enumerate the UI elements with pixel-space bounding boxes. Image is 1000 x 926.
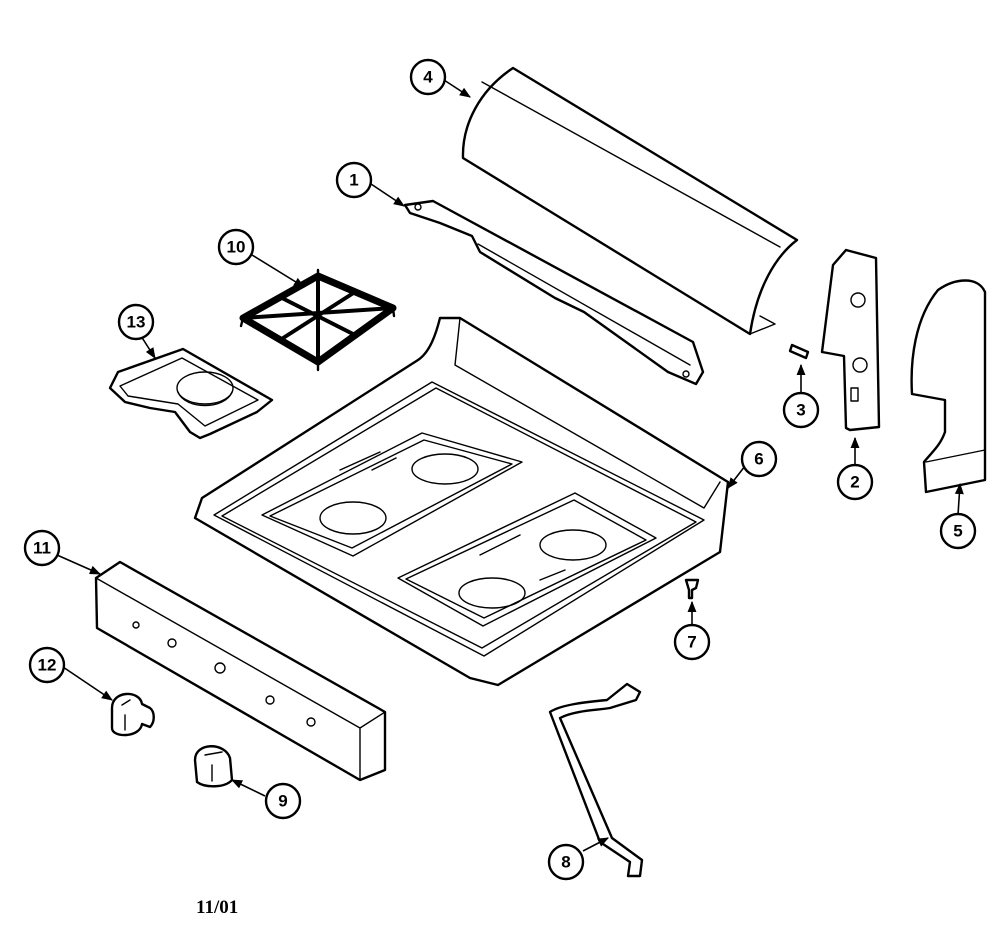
part-6-main-cooktop <box>193 316 730 687</box>
callout-9: 9 <box>264 782 302 820</box>
svg-text:11: 11 <box>33 539 51 558</box>
callout-8: 8 <box>547 843 585 881</box>
svg-text:9: 9 <box>278 792 287 811</box>
part-1-backguard-bracket <box>403 199 705 386</box>
svg-text:12: 12 <box>38 656 57 675</box>
svg-text:6: 6 <box>754 450 763 469</box>
svg-text:7: 7 <box>687 633 696 652</box>
part-10-burner-grate <box>239 268 397 372</box>
part-8-wire-rod <box>548 682 644 878</box>
svg-text:4: 4 <box>423 68 433 87</box>
callout-5: 5 <box>939 512 977 550</box>
svg-text:8: 8 <box>561 853 570 872</box>
callout-11: 11 <box>23 529 61 567</box>
svg-text:3: 3 <box>796 401 805 420</box>
part-13-drip-pan <box>108 347 274 440</box>
part-7-bolt <box>684 578 700 600</box>
part-9-control-knob <box>193 745 234 788</box>
svg-text:13: 13 <box>127 313 146 332</box>
callout-1: 1 <box>335 161 373 199</box>
svg-text:5: 5 <box>953 522 962 541</box>
part-12-control-knob <box>110 692 155 737</box>
callout-10: 10 <box>217 228 255 266</box>
callout-4: 4 <box>409 58 447 96</box>
callout-12: 12 <box>28 646 66 684</box>
svg-text:1: 1 <box>349 171 358 190</box>
callout-2: 2 <box>836 463 874 501</box>
part-2-side-bracket <box>820 248 881 432</box>
svg-text:10: 10 <box>227 238 246 257</box>
part-5-end-cap <box>910 279 987 494</box>
callout-13: 13 <box>117 303 155 341</box>
part-3-screw <box>788 343 810 360</box>
svg-text:2: 2 <box>850 473 859 492</box>
part-4-backguard-cover <box>461 66 799 336</box>
callout-7: 7 <box>673 623 711 661</box>
leader-lines <box>56 79 964 852</box>
date-code: 11/01 <box>196 897 238 918</box>
part-11-control-panel <box>94 560 387 782</box>
callout-3: 3 <box>782 391 820 429</box>
callout-6: 6 <box>740 440 778 478</box>
